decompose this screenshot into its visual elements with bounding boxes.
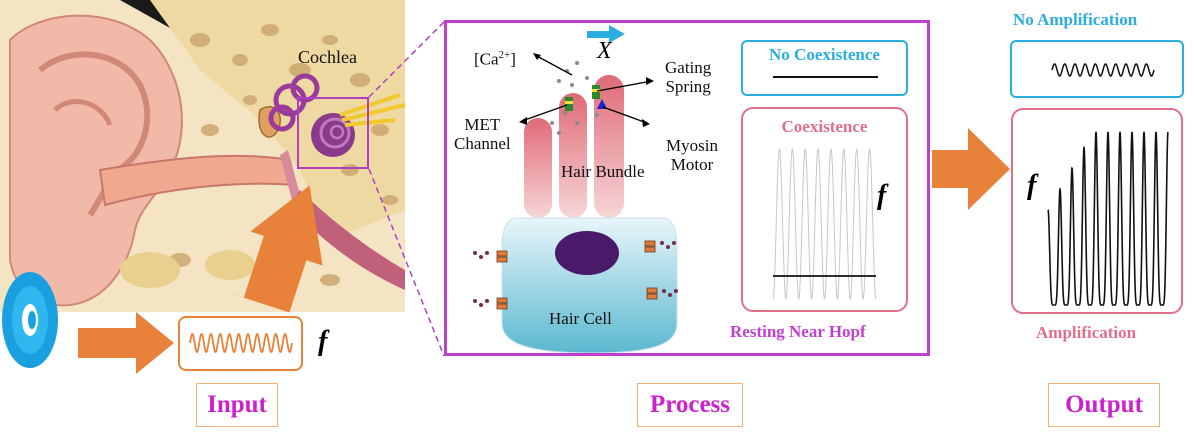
gating-spring-label: Gating Spring <box>665 58 712 96</box>
no-coexistence-box: No Coexistence <box>741 40 908 96</box>
input-to-ear-arrow <box>220 185 323 313</box>
input-signal-box <box>178 316 303 371</box>
no-coexistence-flat-line <box>773 76 878 78</box>
cochlea-highlight-box <box>297 97 369 169</box>
hair-cell-label: Hair Cell <box>549 309 612 328</box>
no-amplification-wave <box>1051 63 1155 77</box>
x-displacement-label: X <box>597 38 612 64</box>
hair-bundle-label: Hair Bundle <box>561 162 645 181</box>
process-panel <box>444 20 930 356</box>
resting-near-hopf-label: Resting Near Hopf <box>730 322 866 341</box>
process-stage-label: Process <box>637 383 743 427</box>
ear-anatomy-illustration <box>0 0 406 312</box>
output-freq-symbol: f <box>1027 170 1037 201</box>
input-freq-symbol: f <box>318 326 328 357</box>
coexistence-signal-plot <box>772 148 877 300</box>
amplification-wave <box>1047 131 1169 306</box>
process-freq-symbol: f <box>877 180 887 211</box>
calcium-superscript: 2+ <box>498 49 511 61</box>
coexistence-title: Coexistence <box>781 117 868 136</box>
speaker-icon <box>2 272 58 368</box>
met-channel-label: MET Channel <box>454 115 511 153</box>
amplification-box <box>1011 108 1183 314</box>
speaker-to-input-arrow <box>78 312 174 374</box>
myosin-motor-label: Myosin Motor <box>666 136 718 174</box>
output-stage-label: Output <box>1048 383 1160 427</box>
input-stage-label: Input <box>196 383 278 427</box>
calcium-label: [Ca2+] <box>474 49 516 69</box>
amplification-title: Amplification <box>1036 323 1137 342</box>
no-coexistence-title: No Coexistence <box>769 45 880 64</box>
process-to-output-arrow <box>932 128 1010 210</box>
no-amplification-title: No Amplification <box>1013 10 1138 29</box>
input-sine-wave <box>189 332 293 354</box>
cochlea-label: Cochlea <box>298 47 357 67</box>
no-amplification-box <box>1010 40 1184 98</box>
hair-cell-illustration <box>473 25 678 353</box>
coexistence-box: Coexistence <box>741 107 908 312</box>
